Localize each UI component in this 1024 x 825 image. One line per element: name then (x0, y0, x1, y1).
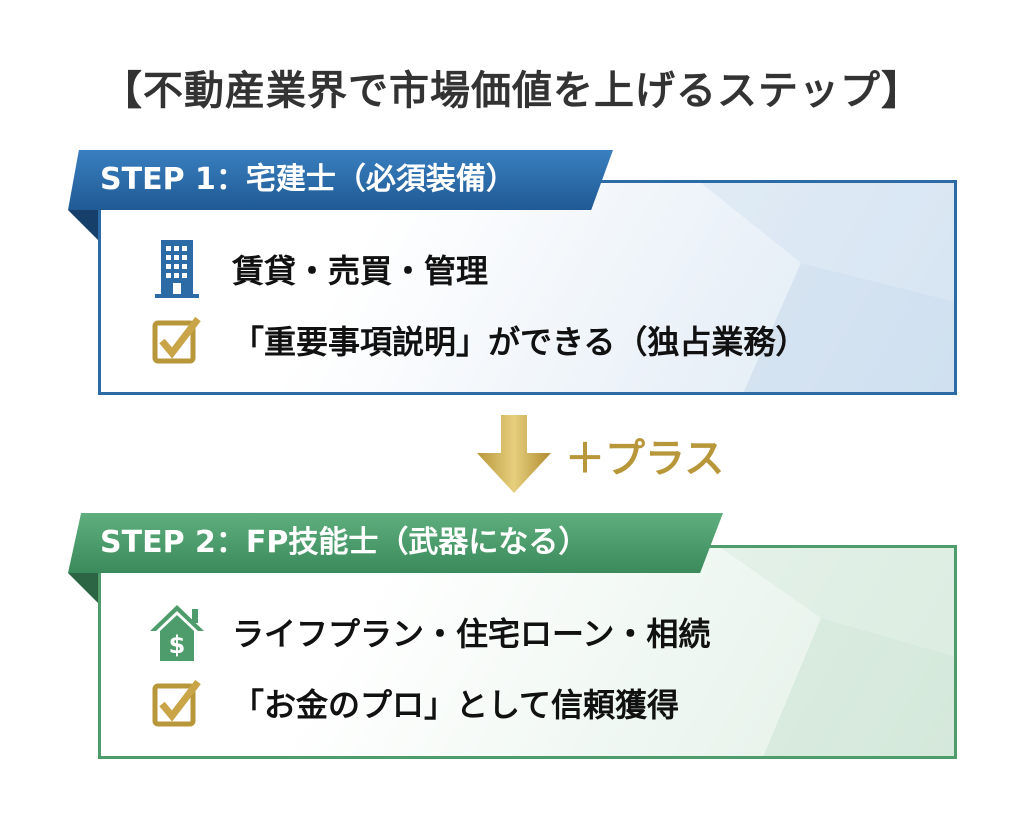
banner-fold (68, 573, 98, 603)
step1-item: 賃貸・売買・管理 (148, 240, 488, 298)
svg-text:$: $ (169, 631, 186, 659)
step1-item: 「重要事項説明」ができる（独占業務） (148, 311, 807, 369)
item-text: 「重要事項説明」ができる（独占業務） (232, 323, 808, 361)
step2-item: 「お金のプロ」として信頼獲得 (148, 674, 679, 732)
house-dollar-icon: $ (148, 603, 206, 661)
step2-item: $ ライフプラン・住宅ローン・相続 (148, 603, 710, 661)
checkbox-icon (148, 311, 206, 369)
plus-label: ＋プラス (565, 436, 725, 482)
item-text: 賃貸・売買・管理 (232, 252, 489, 290)
banner-fold (68, 210, 98, 240)
step1-card (98, 180, 957, 395)
building-icon (148, 240, 206, 298)
checkbox-icon (148, 674, 206, 732)
decorative-facets (721, 548, 954, 756)
step2-banner: STEP 2：FP技能士（武器になる） (68, 513, 723, 573)
item-text: 「お金のプロ」として信頼獲得 (232, 686, 680, 724)
step1-banner: STEP 1：宅建士（必須装備） (68, 150, 613, 210)
step2-card (98, 545, 957, 759)
arrow-down-icon (477, 415, 551, 497)
item-text: ライフプラン・住宅ローン・相続 (232, 615, 711, 653)
decorative-facets (701, 183, 954, 392)
page-title: 【不動産業界で市場価値を上げるステップ】 (102, 68, 922, 114)
